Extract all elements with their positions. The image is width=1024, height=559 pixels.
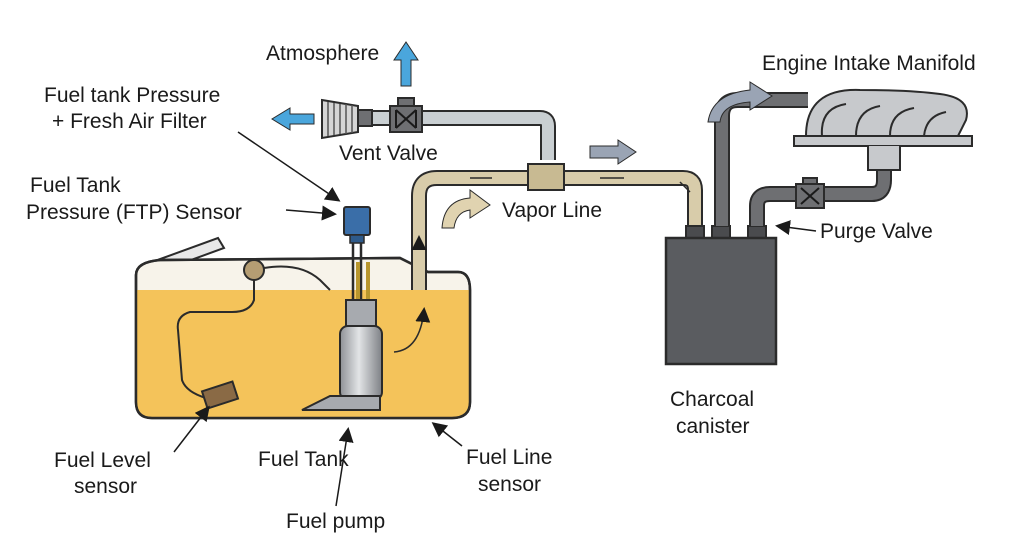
vapor-flow-arrow (393, 307, 431, 353)
engine-flow-arrow (707, 81, 773, 123)
label-engine-intake: Engine Intake Manifold (762, 52, 976, 75)
leader-purge (775, 220, 817, 236)
vapor-line-pipe (419, 163, 703, 290)
leader-fuel-line (431, 422, 463, 447)
label-fuel-line-1: Fuel Line (466, 446, 552, 469)
label-fuel-pump: Fuel pump (286, 510, 385, 533)
label-purge-valve: Purge Valve (820, 220, 933, 243)
label-filter-2: + Fresh Air Filter (52, 110, 207, 133)
label-ftp-1: Fuel Tank (30, 174, 121, 197)
atmosphere-arrow-up (393, 41, 419, 87)
charcoal-canister (664, 225, 778, 366)
label-canister-2: canister (676, 415, 750, 438)
label-canister-1: Charcoal (670, 388, 754, 411)
fuel-pump (301, 262, 383, 411)
label-vent-valve: Vent Valve (339, 142, 438, 165)
label-fuel-tank: Fuel Tank (258, 448, 349, 471)
vapor-direction-arrow (589, 139, 637, 165)
ftp-sensor (343, 206, 371, 300)
label-fuel-line-2: sensor (478, 473, 541, 496)
label-ftp-2: Pressure (FTP) Sensor (26, 201, 242, 224)
intake-manifold (793, 88, 973, 171)
air-filter (321, 98, 373, 140)
label-fuel-level-1: Fuel Level (54, 449, 151, 472)
label-vapor-line: Vapor Line (502, 199, 602, 222)
leader-ftp (285, 205, 337, 221)
vapor-curl-arrow (441, 189, 491, 229)
fuel-level-sensor (176, 259, 331, 410)
vent-valve (389, 97, 423, 133)
leader-filter (237, 131, 341, 202)
atmosphere-arrow-left (271, 107, 315, 131)
leader-fuel-level (173, 405, 210, 453)
leader-fuel-pump (335, 427, 354, 507)
purge-valve (795, 177, 825, 209)
label-fuel-level-2: sensor (74, 475, 137, 498)
vent-line (370, 110, 556, 160)
label-filter-1: Fuel tank Pressure (44, 84, 220, 107)
label-atmosphere: Atmosphere (266, 42, 379, 65)
